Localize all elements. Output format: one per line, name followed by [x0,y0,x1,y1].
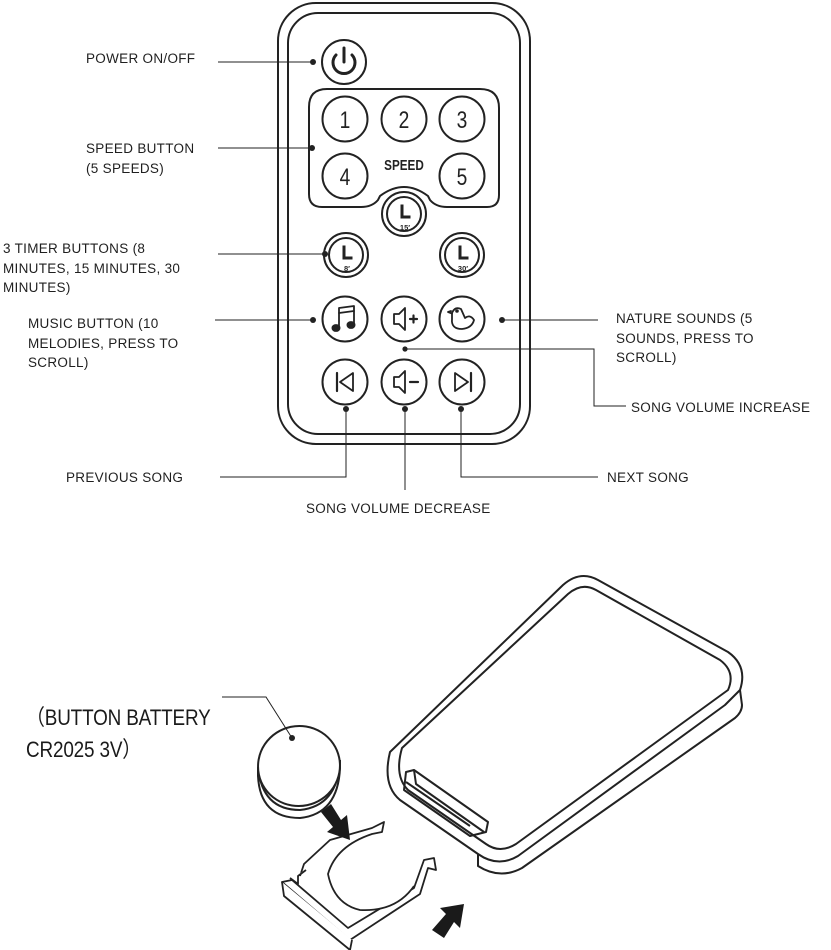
clock-icon [458,245,469,260]
power-icon [331,46,357,75]
volume-down-icon [393,370,420,394]
nature-sounds-label: NATURE SOUNDS (5 SOUNDS, PRESS TO SCROLL… [616,311,754,365]
speed-button-3-label: 3 [457,106,468,134]
leader-dots [309,59,505,412]
next-song-button[interactable] [438,358,486,406]
speed-button-4-label: 4 [340,163,351,191]
coin-battery [257,724,341,820]
previous-song-label: PREVIOUS SONG [66,470,184,485]
power-label: POWER ON/OFF [86,51,196,66]
speed-button-5[interactable] [438,152,486,200]
music-note-icon [331,305,356,332]
music-button-label: MUSIC BUTTON (10 MELODIES, PRESS TO SCRO… [28,316,179,370]
volume-increase-label: SONG VOLUME INCREASE [631,400,811,415]
music-button[interactable] [321,295,369,343]
next-song-label: NEXT SONG [607,470,689,485]
previous-track-icon [335,371,354,393]
speed-button-2-label: 2 [399,106,410,134]
speed-label: SPEED [384,157,424,174]
volume-up-icon [393,307,419,331]
volume-decrease-label: SONG VOLUME DECREASE [306,501,491,516]
insert-arrows [321,804,464,938]
leader-lines [215,61,626,490]
speed-button-4[interactable] [321,152,369,200]
remote-back-view [386,575,744,875]
battery-tray [281,821,437,950]
arrow-down-icon [321,804,350,840]
arrow-up-right-icon [432,904,464,938]
speed-button-label: SPEED BUTTON (5 SPEEDS) [86,141,195,176]
nature-sounds-button[interactable] [438,295,486,343]
clock-icon [342,245,353,260]
timer-15-button[interactable] [381,191,427,237]
battery-leader-dot [289,735,295,741]
previous-song-button[interactable] [321,358,369,406]
timer-30-label: 30′ [458,264,468,273]
battery-leader [222,696,293,739]
speed-button-1[interactable] [321,95,369,143]
speed-button-2[interactable] [380,95,428,143]
timer-15-label: 15′ [400,223,410,232]
speed-button-3[interactable] [438,95,486,143]
clock-icon [400,204,411,219]
next-track-icon [454,371,473,393]
timer-30-button[interactable] [439,232,485,278]
speed-button-5-label: 5 [457,163,468,191]
bird-icon [447,307,475,330]
timer-8-label: 8′ [344,264,350,273]
volume-down-button[interactable] [380,358,428,406]
power-button[interactable] [321,39,367,85]
battery-label: （BUTTON BATTERY CR2025 3V） [26,705,211,762]
remote-body [277,2,531,445]
volume-up-button[interactable] [380,295,428,343]
speed-button-1-label: 1 [340,106,351,134]
timer-buttons-label: 3 TIMER BUTTONS (8 MINUTES, 15 MINUTES, … [3,241,181,295]
